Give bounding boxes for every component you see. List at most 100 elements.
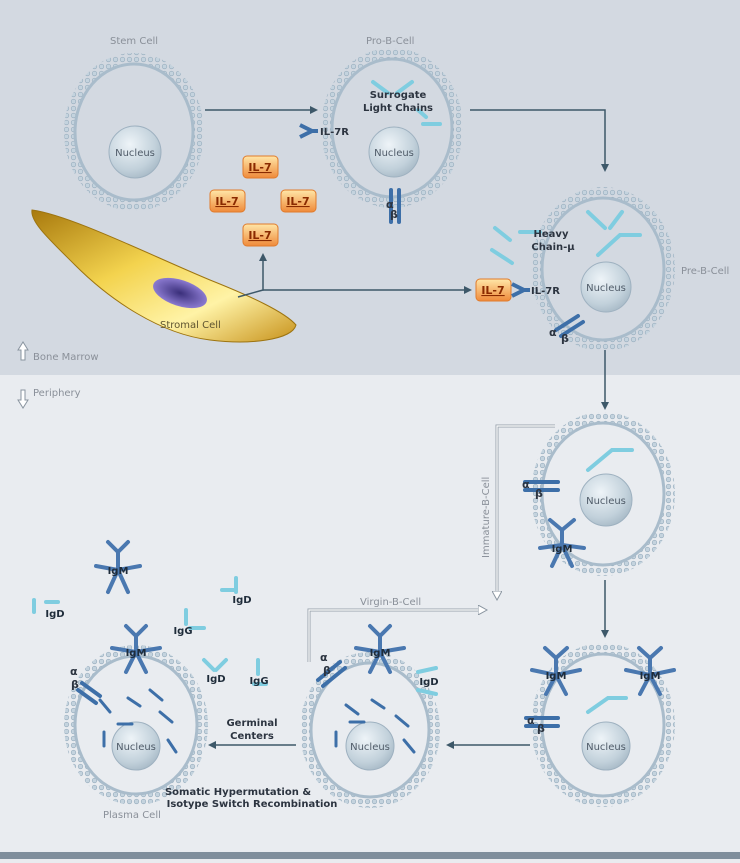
plasma-beta: β: [71, 678, 79, 691]
plasma-igm-label: IgM: [126, 648, 147, 659]
pro-b-il7r-label: IL-7R: [320, 127, 349, 138]
immature-b-nucleus-label: Nucleus: [586, 496, 626, 507]
igd-antibody-icon: [220, 576, 238, 594]
virgin-b-cell: Nucleus α β IgM IgD: [300, 624, 440, 808]
igm-antibody-icon: [354, 624, 406, 674]
down-arrow-icon: [17, 389, 29, 409]
stromal-cell: Stromal Cell: [31, 209, 297, 343]
igd-antibody-icon: [202, 658, 228, 672]
il7-text: IL-7: [248, 229, 271, 242]
plasma-cell: Nucleus α β IgM: [64, 624, 208, 805]
mature-igm-label-1: IgM: [546, 671, 567, 682]
stem-nucleus-label: Nucleus: [115, 148, 155, 159]
ig-alpha-beta-icon: [316, 660, 347, 688]
surrogate-light-chain-icon: [371, 80, 442, 126]
il7-box: IL-7: [242, 155, 279, 179]
free-igd-label-3: IgD: [206, 674, 225, 685]
light-chain-icon: [586, 448, 634, 472]
il7-box: IL-7: [280, 189, 317, 213]
igd-antibody-icon: [416, 666, 438, 696]
free-igm-label: IgM: [108, 566, 129, 577]
il7r-receptor-icon: [511, 282, 530, 298]
secreted-igd: IgD: [32, 598, 65, 620]
igg-antibody-icon: [252, 658, 268, 686]
virgin-igm-label: IgM: [370, 648, 391, 659]
free-igd-label-2: IgD: [232, 595, 251, 606]
mature-beta: β: [537, 722, 545, 735]
igm-antibody-icon: [94, 540, 142, 594]
ig-alpha-beta-icon: [76, 681, 102, 705]
immature-b-cell: Nucleus α β IgM: [522, 412, 675, 576]
up-arrow-icon: [17, 341, 29, 361]
pro-b-nucleus-label: Nucleus: [374, 148, 414, 159]
pre-b-alpha: α: [549, 326, 557, 339]
stem-cell: Nucleus: [64, 53, 204, 211]
mature-b-cell: Nucleus α β IgM IgM: [524, 643, 676, 807]
il7-text: IL-7: [215, 195, 238, 208]
igm-antibody-icon: [538, 518, 586, 568]
pre-b-nucleus-label: Nucleus: [586, 283, 626, 294]
surrogate-label-line2: Light Chains: [363, 103, 433, 114]
pre-b-cell: Nucleus Heavy Chain-μ IL-7 IL-7R α β: [475, 187, 675, 351]
antibody-fragments-icon: [98, 688, 178, 754]
germinal-centers-line2: Centers: [230, 731, 274, 742]
periphery-text: Periphery: [33, 388, 81, 399]
ig-alpha-beta-icon: [554, 314, 585, 338]
igm-antibody-icon: [624, 646, 676, 696]
stem-cell-label: Stem Cell: [110, 36, 158, 47]
plasma-cell-label: Plasma Cell: [103, 810, 161, 821]
bottom-bar: [0, 852, 740, 859]
virgin-b-cell-label: Virgin-B-Cell: [360, 597, 421, 608]
il7-box: IL-7: [475, 278, 512, 302]
mature-igm-label-2: IgM: [640, 671, 661, 682]
somatic-line2: Isotype Switch Recombination: [167, 799, 338, 810]
igd-antibody-icon: [32, 598, 60, 614]
il7-box: IL-7: [242, 223, 279, 247]
virgin-beta: β: [323, 664, 331, 677]
igm-antibody-icon: [530, 646, 582, 696]
ig-alpha-beta-icon: [524, 716, 560, 728]
pro-b-alpha: α: [386, 198, 394, 211]
pro-b-beta: β: [390, 208, 398, 221]
pro-b-cell-label: Pro-B-Cell: [366, 36, 414, 47]
stromal-cell-label: Stromal Cell: [160, 320, 221, 331]
il7-text: IL-7: [248, 161, 271, 174]
immature-b-cell-label: Immature-B-Cell: [481, 477, 492, 558]
pre-b-il7r-label: IL-7R: [531, 286, 560, 297]
secreted-igg: IgG: [173, 608, 206, 637]
virgin-igd-label: IgD: [419, 677, 438, 688]
il7-cluster: IL-7 IL-7 IL-7 IL-7: [209, 155, 317, 247]
ig-alpha-beta-icon: [523, 480, 560, 492]
virgin-b-nucleus-label: Nucleus: [350, 742, 390, 753]
plasma-alpha: α: [70, 665, 78, 678]
free-igg-label-1: IgG: [173, 626, 192, 637]
igg-antibody-icon: [184, 608, 206, 630]
bone-marrow-label: Bone Marrow: [17, 341, 99, 363]
immature-beta: β: [535, 487, 543, 500]
heavy-chain-label-line2: Chain-μ: [531, 242, 575, 253]
immature-alpha: α: [522, 478, 530, 491]
il7-box: IL-7: [209, 189, 246, 213]
surrogate-label-line1: Surrogate: [370, 90, 427, 101]
periphery-label: Periphery: [17, 388, 81, 409]
heavy-chain-icon: [490, 210, 642, 265]
free-igd-label-1: IgD: [45, 609, 64, 620]
periphery-hollow-arrows: [307, 424, 555, 662]
il7r-receptor-icon: [299, 123, 318, 139]
pre-b-cell-label: Pre-B-Cell: [681, 266, 729, 277]
virgin-alpha: α: [320, 651, 328, 664]
ig-alpha-beta-icon: [389, 188, 401, 224]
igm-antibody-icon: [110, 624, 162, 674]
mature-b-nucleus-label: Nucleus: [586, 742, 626, 753]
pro-b-cell: Nucleus Surrogate Light Chains IL-7R α β: [299, 48, 463, 224]
secreted-igg: IgG: [249, 658, 269, 687]
heavy-chain-label-line1: Heavy: [534, 229, 569, 240]
bone-marrow-text: Bone Marrow: [33, 352, 99, 363]
free-igg-label-2: IgG: [249, 676, 268, 687]
development-arrows: [205, 106, 609, 749]
secreted-igm: IgM: [94, 540, 142, 594]
somatic-line1: Somatic Hypermutation &: [165, 787, 311, 798]
plasma-nucleus-label: Nucleus: [116, 742, 156, 753]
